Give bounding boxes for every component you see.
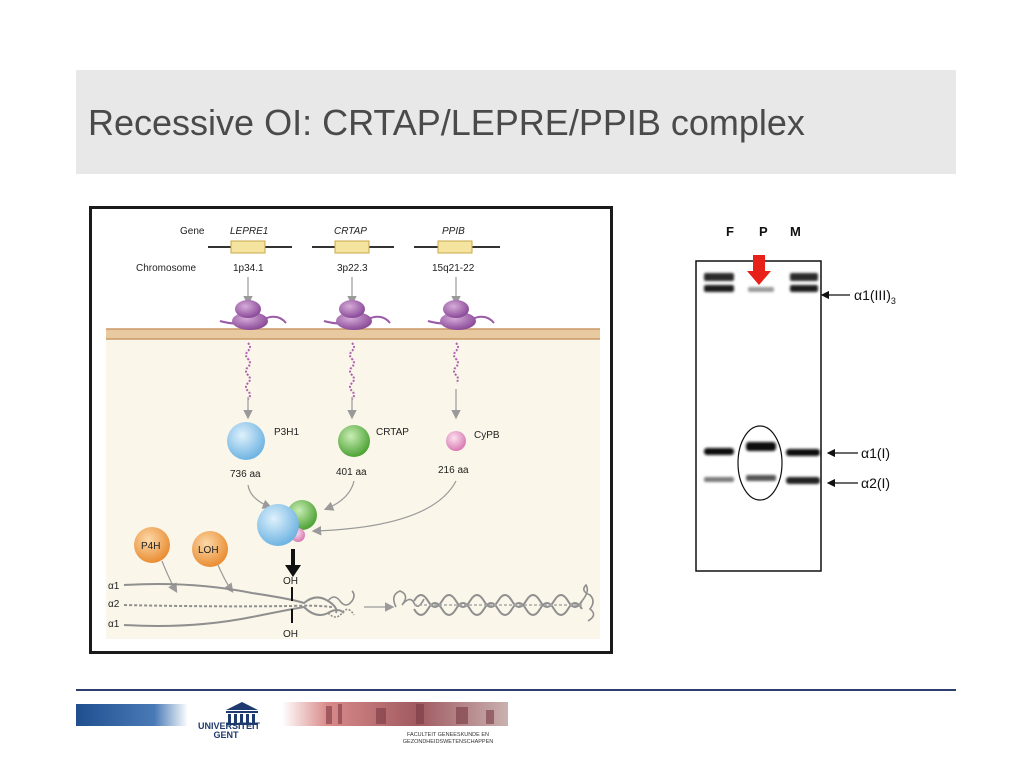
footer-divider (76, 689, 956, 691)
slide-title: Recessive OI: CRTAP/LEPRE/PPIB complex (88, 102, 805, 143)
gene-crtap: CRTAP 3p22.3 (312, 226, 394, 306)
protein-name: P3H1 (274, 427, 299, 438)
cytoplasm (106, 337, 600, 639)
highlight-ellipse (737, 425, 783, 501)
protein-name: CyPB (474, 430, 500, 441)
protein-crtap: CRTAP 401 aa (336, 425, 409, 478)
protein-length: 401 aa (336, 467, 367, 478)
gene-header: Gene (180, 226, 205, 237)
footer-logos: UNIVERSITEIT GENT FACULTEIT GENEESKUNDE … (76, 698, 516, 758)
enzyme-p4h: P4H (134, 527, 178, 594)
gene-name: CRTAP (334, 226, 367, 237)
enzyme-label: P4H (141, 541, 160, 552)
sds-page-gel: F P M (690, 215, 940, 580)
band-a1-I (704, 442, 820, 456)
membrane (106, 329, 600, 339)
gel-box (695, 260, 822, 572)
protein-cypb: CyPB 216 aa (438, 430, 500, 476)
hydroxylation-arrow (285, 549, 301, 577)
pathway-diagram: Gene Chromosome LEPRE1 1p34.1 CRTAP 3p22… (89, 206, 613, 654)
ribosome-2 (323, 300, 391, 330)
polypeptide-3 (453, 342, 459, 384)
protein-length: 216 aa (438, 465, 469, 476)
protein-name: CRTAP (376, 427, 409, 438)
triple-helix (392, 583, 595, 622)
lane-label-p: P (759, 224, 768, 239)
blue-banner (76, 704, 188, 726)
gene-name: PPIB (442, 226, 465, 237)
label-a1-III: α1(III)3 (854, 287, 896, 306)
chain-label-3: α1 (108, 619, 120, 630)
lane-label-m: M (790, 224, 801, 239)
gene-locus: 15q21-22 (432, 263, 475, 274)
title-band: Recessive OI: CRTAP/LEPRE/PPIB complex (76, 70, 956, 174)
label-a2-I: α2(I) (861, 475, 890, 491)
label-a1-I: α1(I) (861, 445, 890, 461)
protein-length: 736 aa (230, 469, 261, 480)
faculty-name: FACULTEIT GENEESKUNDE EN GEZONDHEIDSWETE… (348, 732, 548, 746)
lane-label-f: F (726, 224, 734, 239)
protein-complex (257, 500, 317, 546)
gene-name: LEPRE1 (230, 226, 268, 237)
gene-ppib: PPIB 15q21-22 (414, 226, 500, 306)
university-line1: UNIVERSITEIT (198, 721, 261, 731)
gene-locus: 1p34.1 (233, 263, 264, 274)
university-logo-icon (226, 702, 258, 725)
polypeptide-1 (245, 342, 251, 400)
university-name: UNIVERSITEIT GENT (198, 721, 261, 740)
polypeptide-2 (349, 342, 355, 400)
faculty-line2: GEZONDHEIDSWETENSCHAPPEN (402, 739, 494, 745)
chromosome-header: Chromosome (136, 263, 196, 274)
chain-label-2: α2 (108, 599, 120, 610)
protein-p3h1: P3H1 736 aa (227, 422, 299, 480)
procollagen-chains (123, 583, 355, 627)
ribosome-1 (219, 300, 287, 330)
gene-lepre1: LEPRE1 1p34.1 (208, 226, 292, 306)
university-line2: GENT (213, 730, 239, 740)
enzyme-label: LOH (198, 545, 219, 556)
gene-locus: 3p22.3 (337, 263, 368, 274)
oh-label-bottom: OH (283, 629, 298, 640)
red-arrow (747, 255, 771, 285)
ribosome-3 (427, 300, 495, 330)
band-a1-III (704, 273, 818, 292)
faculty-banner (282, 702, 508, 726)
faculty-line1: FACULTEIT GENEESKUNDE EN (406, 732, 489, 738)
band-a2-I (704, 475, 820, 484)
oh-label-top: OH (283, 576, 298, 587)
chain-label-1: α1 (108, 581, 120, 592)
